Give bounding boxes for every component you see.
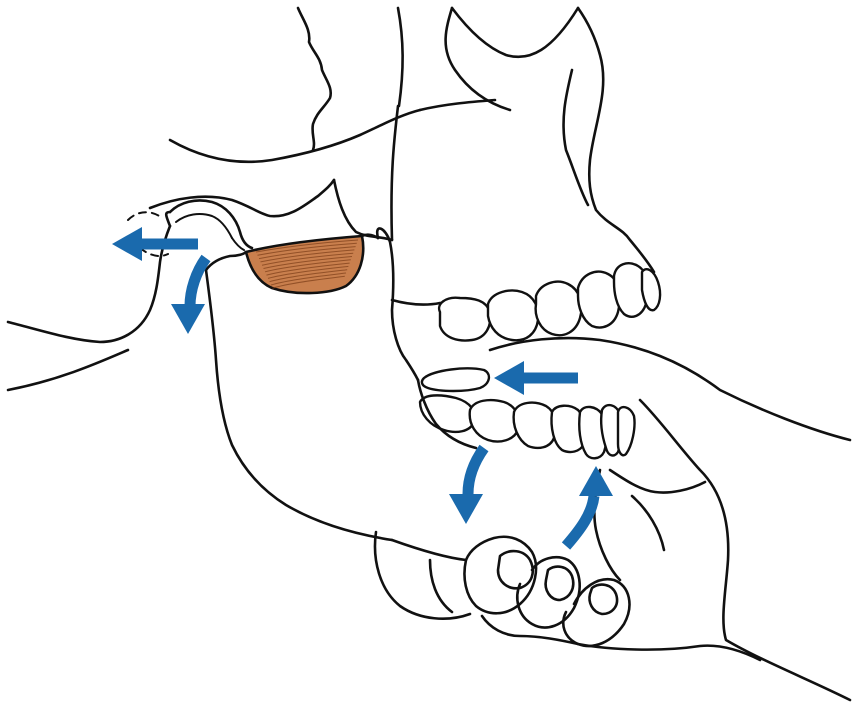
movement-arrows (112, 227, 613, 546)
teeth-forward-arrow-head (494, 361, 524, 395)
chin-upward-arrow-icon (566, 466, 613, 546)
mandible-outline (8, 212, 466, 560)
chin-upward-arrow-shaft (566, 496, 594, 546)
condyle-forward-arrow-head (112, 227, 142, 261)
condyle-downward-arrow-shaft (190, 258, 206, 306)
hand (375, 338, 850, 700)
skull-outline (150, 8, 654, 272)
chin-downward-arrow-head (449, 494, 483, 524)
condyle-downward-arrow-icon (171, 258, 206, 334)
jaw-muscle (246, 236, 363, 293)
chin-downward-arrow-icon (449, 448, 484, 524)
teeth-forward-arrow-icon (494, 361, 578, 395)
chin-upward-arrow-head (579, 466, 613, 496)
chin-downward-arrow-shaft (468, 448, 484, 494)
upper-teeth (392, 263, 660, 340)
condyle-downward-arrow-head (171, 304, 205, 334)
